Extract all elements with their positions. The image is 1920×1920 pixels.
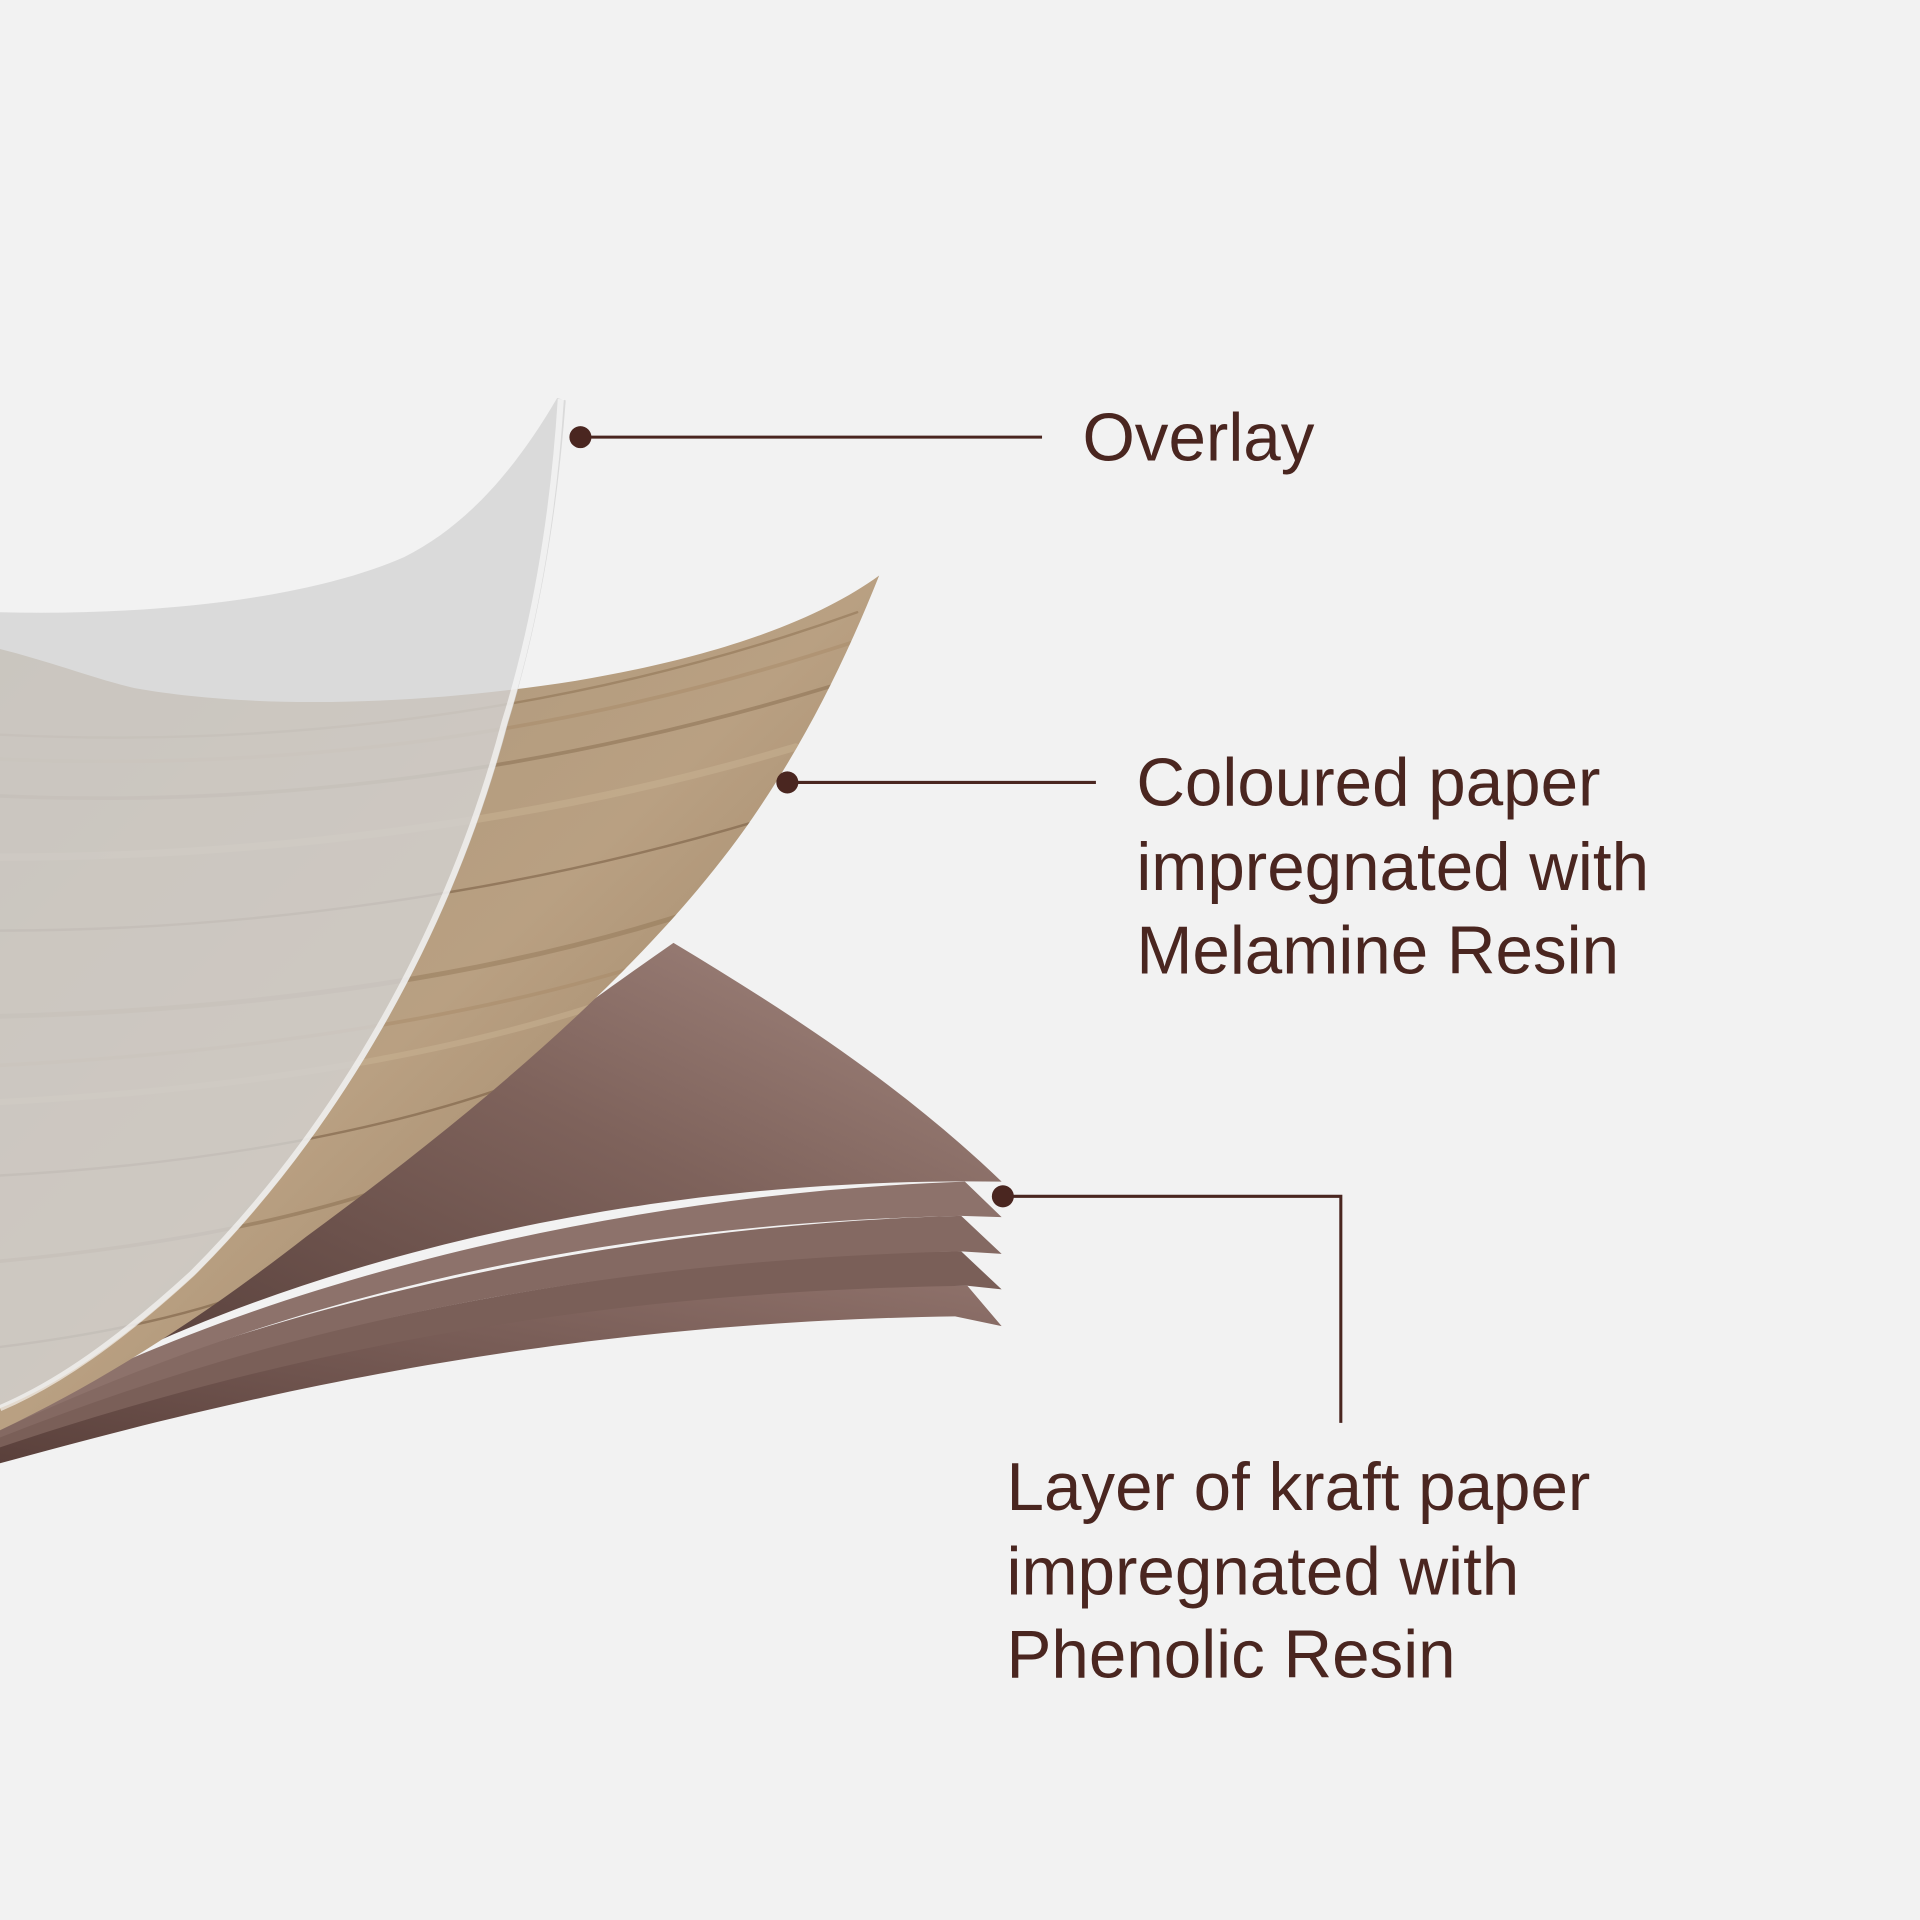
- coloured-paper-label-line: Coloured paper: [1136, 746, 1600, 821]
- kraft-paper-layers: [0, 942, 1002, 1464]
- kraft-sheet-1: [0, 1181, 1002, 1431]
- kraft-paper-label-line: impregnated with: [1007, 1534, 1520, 1609]
- kraft-paper-label-line: Layer of kraft paper: [1007, 1450, 1591, 1525]
- overlay-layer: [0, 397, 566, 1411]
- overlay-leader: [569, 426, 1043, 449]
- coloured-paper-label-line: impregnated with: [1136, 830, 1649, 905]
- kraft-paper-label-line: Phenolic Resin: [1007, 1618, 1456, 1693]
- kraft-top-sheet: [0, 942, 1002, 1423]
- overlay-label: Overlay: [1082, 400, 1314, 475]
- kraft-sheet-3: [0, 1251, 1002, 1448]
- coloured-paper-leader: [776, 771, 1096, 794]
- kraft-sheet-4: [0, 1285, 1002, 1464]
- coloured-paper-label-line: Melamine Resin: [1136, 913, 1619, 988]
- coloured-paper-label: Coloured paper impregnated with Melamine…: [1136, 746, 1649, 989]
- kraft-paper-leader: [991, 1185, 1343, 1423]
- kraft-sheet-2: [0, 1215, 1002, 1438]
- kraft-paper-label: Layer of kraft paper impregnated with Ph…: [1007, 1450, 1591, 1693]
